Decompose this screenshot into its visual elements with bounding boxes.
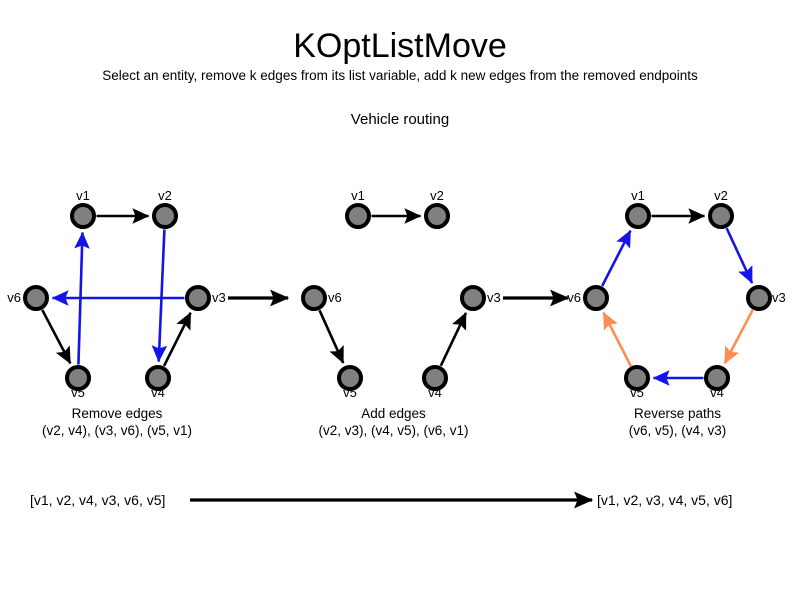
node-circle-v3 <box>746 285 772 311</box>
node-label-v6: v6 <box>567 290 581 305</box>
node-circle-v3 <box>460 285 486 311</box>
node-circle-v2 <box>708 203 734 229</box>
panel-remove-node-v2[interactable]: v2 <box>152 188 178 229</box>
node-label-v4: v4 <box>710 385 724 400</box>
node-label-v6: v6 <box>7 290 21 305</box>
node-label-v1: v1 <box>351 188 365 203</box>
edges-layer <box>41 208 754 386</box>
page-title: KOptListMove <box>293 27 507 65</box>
node-label-v3: v3 <box>487 290 501 305</box>
node-label-v1: v1 <box>631 188 645 203</box>
panel-reverse-edge-v2-v3 <box>725 227 754 284</box>
node-circle-v5 <box>624 365 650 391</box>
node-label-v2: v2 <box>714 188 728 203</box>
node-circle-v6 <box>583 285 609 311</box>
panel-remove-edge-v2-v4 <box>151 229 168 363</box>
panel-remove-node-v6[interactable]: v6 <box>7 285 49 311</box>
panel-add-caption-line2: (v2, v3), (v4, v5), (v6, v1) <box>318 423 468 438</box>
panel-add-node-v4[interactable]: v4 <box>422 365 448 400</box>
footer-layer: [v1, v2, v4, v3, v6, v5] [v1, v2, v3, v4,… <box>30 491 732 509</box>
node-label-v3: v3 <box>772 290 786 305</box>
panel-remove-edge-v6-v5 <box>41 309 72 365</box>
panel-reverse-caption-line2: (v6, v5), (v4, v3) <box>629 423 727 438</box>
panel-reverse-edge-v5-v6 <box>602 311 632 367</box>
node-label-v1: v1 <box>76 188 90 203</box>
footer-after-list: [v1, v2, v3, v4, v5, v6] <box>597 492 732 508</box>
node-circle-v1 <box>625 203 651 229</box>
panel-add-caption-line1: Add edges <box>361 406 426 421</box>
panel-remove-node-v4[interactable]: v4 <box>145 365 171 400</box>
node-circle-v4 <box>704 365 730 391</box>
node-label-v5: v5 <box>343 385 357 400</box>
panel-remove-node-v5[interactable]: v5 <box>65 365 91 400</box>
panel-add-node-v2[interactable]: v2 <box>424 188 450 229</box>
footer-before-list: [v1, v2, v4, v3, v6, v5] <box>30 492 165 508</box>
node-label-v2: v2 <box>158 188 172 203</box>
panel-reverse-node-v2[interactable]: v2 <box>708 188 734 229</box>
panel-add-node-v6[interactable]: v6 <box>301 285 342 311</box>
nodes-layer: v1 v2 v6 v3 v5 v4 v1 v2 v6 v3 v5 v4 v1 v2 v6 v3 v5 v4 <box>7 188 785 400</box>
page-subtitle: Select an entity, remove k edges from it… <box>102 68 698 83</box>
panel-remove-edge-v4-v3 <box>162 312 192 367</box>
panel-remove-caption-line2: (v2, v4), (v3, v6), (v5, v1) <box>42 423 192 438</box>
panel-reverse-edge-v3-v4 <box>723 309 754 365</box>
panel-reverse-edge-v6-v1 <box>600 229 632 287</box>
captions-layer: Remove edges (v2, v4), (v3, v6), (v5, v1)… <box>42 406 726 438</box>
node-circle-v2 <box>152 203 178 229</box>
panel-add-edge-v6-v5 <box>318 309 345 364</box>
panel-reverse-node-v4[interactable]: v4 <box>704 365 730 400</box>
node-label-v3: v3 <box>212 290 226 305</box>
node-circle-v5 <box>65 365 91 391</box>
panel-add-node-v3[interactable]: v3 <box>460 285 501 311</box>
panel-reverse-node-v5[interactable]: v5 <box>624 365 650 400</box>
node-circle-v5 <box>337 365 363 391</box>
node-circle-v4 <box>145 365 171 391</box>
node-label-v6: v6 <box>328 290 342 305</box>
panel-remove-edge-v5-v1 <box>74 231 90 365</box>
node-label-v5: v5 <box>71 385 85 400</box>
node-circle-v1 <box>70 203 96 229</box>
node-circle-v4 <box>422 365 448 391</box>
panel-add-node-v1[interactable]: v1 <box>345 188 371 229</box>
panel-reverse-node-v6[interactable]: v6 <box>567 285 609 311</box>
panel-remove-node-v1[interactable]: v1 <box>70 188 96 229</box>
panel-remove-node-v3[interactable]: v3 <box>185 285 226 311</box>
node-label-v4: v4 <box>151 385 165 400</box>
node-circle-v2 <box>424 203 450 229</box>
node-circle-v6 <box>301 285 327 311</box>
panel-remove-caption-line1: Remove edges <box>72 406 163 421</box>
panel-reverse-caption-line1: Reverse paths <box>634 406 721 421</box>
panel-reverse-node-v1[interactable]: v1 <box>625 188 651 229</box>
node-label-v4: v4 <box>428 385 442 400</box>
node-label-v2: v2 <box>430 188 444 203</box>
node-circle-v1 <box>345 203 371 229</box>
node-label-v5: v5 <box>630 385 644 400</box>
section-label: Vehicle routing <box>350 111 450 128</box>
panel-add-node-v5[interactable]: v5 <box>337 365 363 400</box>
node-circle-v6 <box>23 285 49 311</box>
node-circle-v3 <box>185 285 211 311</box>
panel-add-edge-v4-v3 <box>439 312 468 367</box>
panel-reverse-node-v3[interactable]: v3 <box>746 285 786 311</box>
